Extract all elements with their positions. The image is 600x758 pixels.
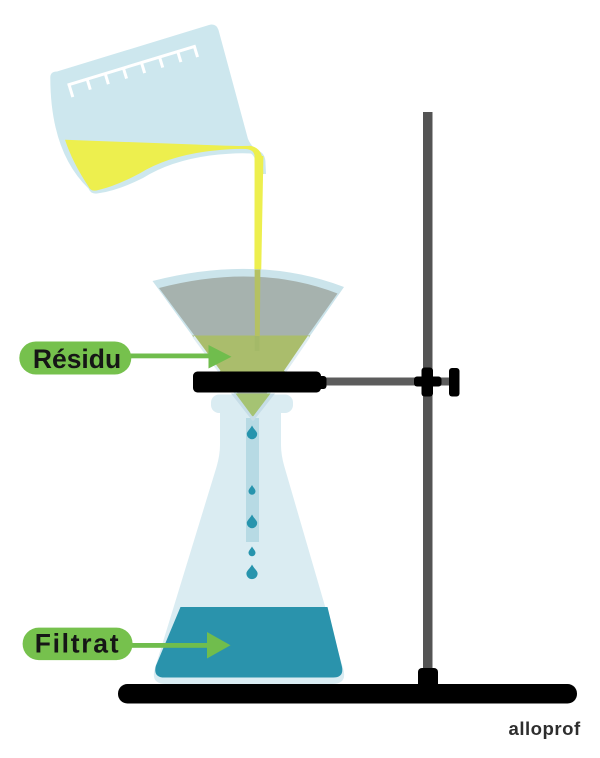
svg-text:alloprof: alloprof [509,718,581,739]
svg-text:Filtrat: Filtrat [35,629,121,659]
svg-text:Résidu: Résidu [33,344,121,374]
